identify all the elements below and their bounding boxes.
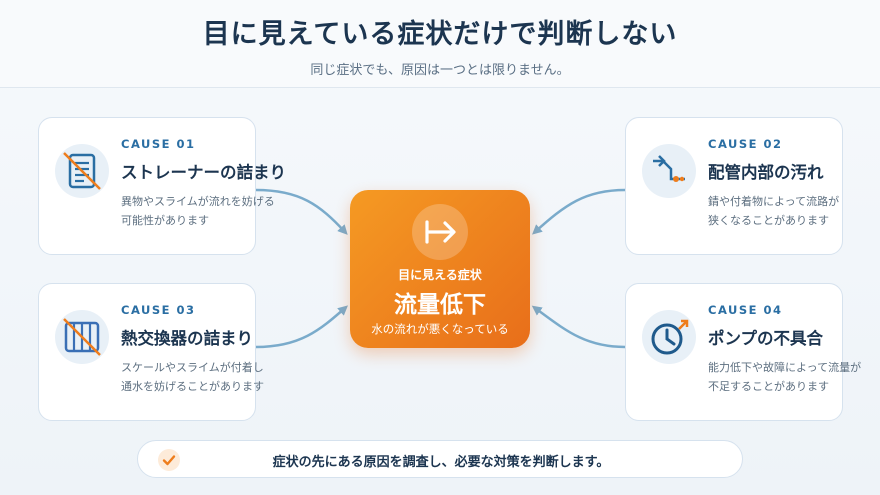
cause-desc-line: 異物やスライムが流れを妨げる <box>121 195 275 208</box>
pump-gauge-icon <box>642 310 696 364</box>
cause-name: 熱交換器の詰まり <box>121 329 253 348</box>
cause-card-02: CAUSE 02 配管内部の汚れ 錆や付着物によって流路が 狭くなることがありま… <box>625 117 843 255</box>
cause-description: 能力低下や故障によって流量が 不足することがあります <box>708 358 868 396</box>
arrow-right-bar-icon <box>412 204 468 260</box>
symptom-description: 水の流れが悪くなっている <box>371 322 509 336</box>
arrow-cause2 <box>532 188 626 235</box>
symptom-label: 目に見える症状 <box>398 268 482 282</box>
symptom-title: 流量低下 <box>394 292 486 318</box>
cause-desc-line: 通水を妨げることがあります <box>121 380 264 393</box>
cause-card-04: CAUSE 04 ポンプの不具合 能力低下や故障によって流量が 不足することがあ… <box>625 283 861 421</box>
cause-tag: CAUSE 02 <box>708 137 783 151</box>
cause-name: ストレーナーの詰まり <box>121 163 286 182</box>
cause-description: スケールやスライムが付着し 通水を妨げることがあります <box>121 358 281 396</box>
cause-desc-line: 不足することがあります <box>708 380 829 393</box>
page-subtitle: 同じ症状でも、原因は一つとは限りません。 <box>310 63 570 78</box>
pipe-flow-icon <box>642 144 696 198</box>
cause-name: 配管内部の汚れ <box>708 163 824 182</box>
arrow-cause3 <box>255 305 349 349</box>
cause-name: ポンプの不具合 <box>708 329 824 348</box>
cause-desc-line: 可能性があります <box>121 214 209 227</box>
clogged-filter-icon <box>55 144 109 198</box>
cause-desc-line: 能力低下や故障によって流量が <box>708 361 862 374</box>
cause-card-01: CAUSE 01 ストレーナーの詰まり 異物やスライムが流れを妨げる 可能性があ… <box>38 117 286 255</box>
cause-desc-line: 錆や付着物によって流路が <box>708 195 840 208</box>
footer-banner: 症状の先にある原因を調査し、必要な対策を判断します。 <box>137 440 743 478</box>
footer-text: 症状の先にある原因を調査し、必要な対策を判断します。 <box>272 455 610 470</box>
arrow-cause4 <box>531 305 626 349</box>
symptom-box: 目に見える症状 流量低下 水の流れが悪くなっている <box>350 190 530 348</box>
cause-card-03: CAUSE 03 熱交換器の詰まり スケールやスライムが付着し 通水を妨げること… <box>38 283 264 421</box>
cause-tag: CAUSE 04 <box>708 303 783 317</box>
page-title: 目に見えている症状だけで判断しない <box>202 19 678 50</box>
heat-exchanger-blocked-icon <box>55 310 109 364</box>
cause-desc-line: スケールやスライムが付着し <box>121 361 264 374</box>
cause-tag: CAUSE 01 <box>121 137 196 151</box>
cause-tag: CAUSE 03 <box>121 303 196 317</box>
arrow-cause1 <box>255 188 348 235</box>
header: 目に見えている症状だけで判断しない 同じ症状でも、原因は一つとは限りません。 <box>0 0 880 88</box>
check-icon <box>158 449 180 471</box>
cause-description: 異物やスライムが流れを妨げる 可能性があります <box>121 192 281 230</box>
cause-desc-line: 狭くなることがあります <box>708 214 829 227</box>
cause-description: 錆や付着物によって流路が 狭くなることがあります <box>708 192 868 230</box>
